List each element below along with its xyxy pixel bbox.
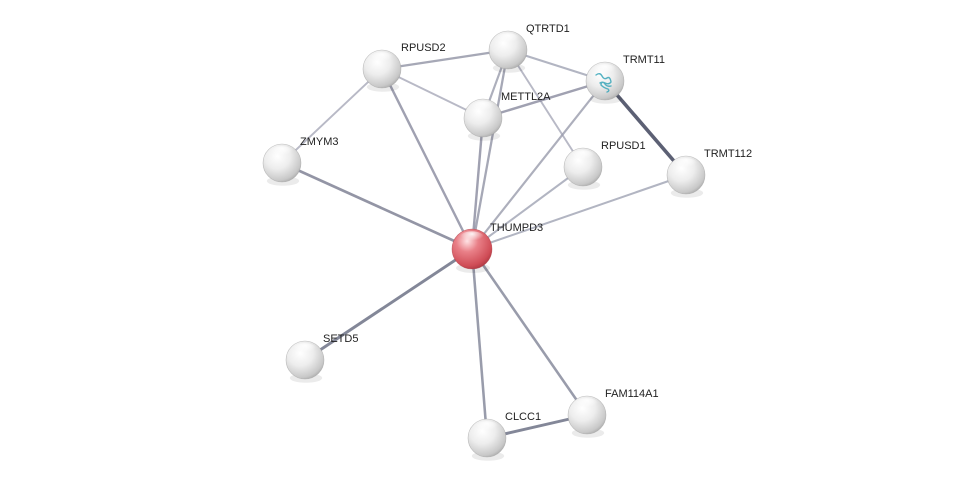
node-gloss bbox=[270, 146, 294, 160]
node-setd5[interactable]: SETD5 bbox=[285, 333, 358, 383]
edge-trmt11-trmt112[interactable] bbox=[603, 79, 688, 177]
edge-rpusd2-qtrtd1[interactable] bbox=[380, 48, 510, 71]
edge-thumpd3-clcc1[interactable] bbox=[470, 247, 489, 440]
node-clcc1[interactable]: CLCC1 bbox=[467, 411, 541, 461]
node-rpusd1[interactable]: RPUSD1 bbox=[563, 140, 646, 190]
node-thumpd3[interactable]: THUMPD3 bbox=[451, 222, 543, 273]
node-label: QTRTD1 bbox=[526, 23, 570, 35]
node-label: METTL2A bbox=[501, 91, 551, 103]
node-qtrtd1[interactable]: QTRTD1 bbox=[488, 23, 570, 73]
node-gloss bbox=[575, 398, 599, 412]
node-gloss bbox=[475, 421, 499, 435]
node-rpusd2[interactable]: RPUSD2 bbox=[362, 42, 446, 92]
edge-thumpd3-rpusd2[interactable] bbox=[380, 67, 474, 251]
edge-thumpd3-qtrtd1[interactable] bbox=[470, 48, 510, 251]
node-label: FAM114A1 bbox=[605, 388, 659, 400]
node-gloss bbox=[471, 101, 495, 115]
node-gloss bbox=[674, 158, 698, 172]
node-mettl2a[interactable]: METTL2A bbox=[463, 91, 551, 141]
node-label: TRMT11 bbox=[623, 54, 665, 66]
node-trmt112[interactable]: TRMT112 bbox=[666, 148, 752, 198]
node-label: ZMYM3 bbox=[300, 136, 339, 148]
node-label: RPUSD1 bbox=[601, 140, 646, 152]
node-label: CLCC1 bbox=[505, 411, 541, 423]
node-trmt11[interactable]: TRMT11 bbox=[585, 54, 665, 104]
protein-structure-icon bbox=[595, 73, 612, 93]
edge-thumpd3-zmym3[interactable] bbox=[280, 161, 474, 251]
edge-rpusd2-zmym3[interactable] bbox=[281, 68, 383, 164]
edge-thumpd3-trmt11[interactable] bbox=[470, 79, 607, 251]
edge-thumpd3-setd5[interactable] bbox=[303, 247, 474, 362]
edge-thumpd3-fam114a1[interactable] bbox=[470, 247, 589, 417]
edge-thumpd3-mettl2a[interactable] bbox=[470, 116, 485, 251]
edge-mettl2a-trmt11[interactable] bbox=[481, 79, 607, 120]
node-fam114a1[interactable]: FAM114A1 bbox=[567, 388, 659, 438]
edge-thumpd3-rpusd1[interactable] bbox=[470, 165, 585, 251]
node-label: SETD5 bbox=[323, 333, 358, 345]
node-gloss bbox=[496, 33, 520, 47]
node-zmym3[interactable]: ZMYM3 bbox=[262, 136, 339, 186]
node-gloss bbox=[459, 231, 485, 245]
node-label: RPUSD2 bbox=[401, 42, 446, 54]
node-gloss bbox=[370, 52, 394, 66]
node-gloss bbox=[571, 150, 595, 164]
node-label: THUMPD3 bbox=[490, 222, 543, 234]
node-label: TRMT112 bbox=[704, 148, 752, 160]
edge-qtrtd1-rpusd1[interactable] bbox=[507, 49, 584, 168]
edge-thumpd3-trmt112[interactable] bbox=[470, 173, 688, 251]
node-gloss bbox=[293, 343, 317, 357]
